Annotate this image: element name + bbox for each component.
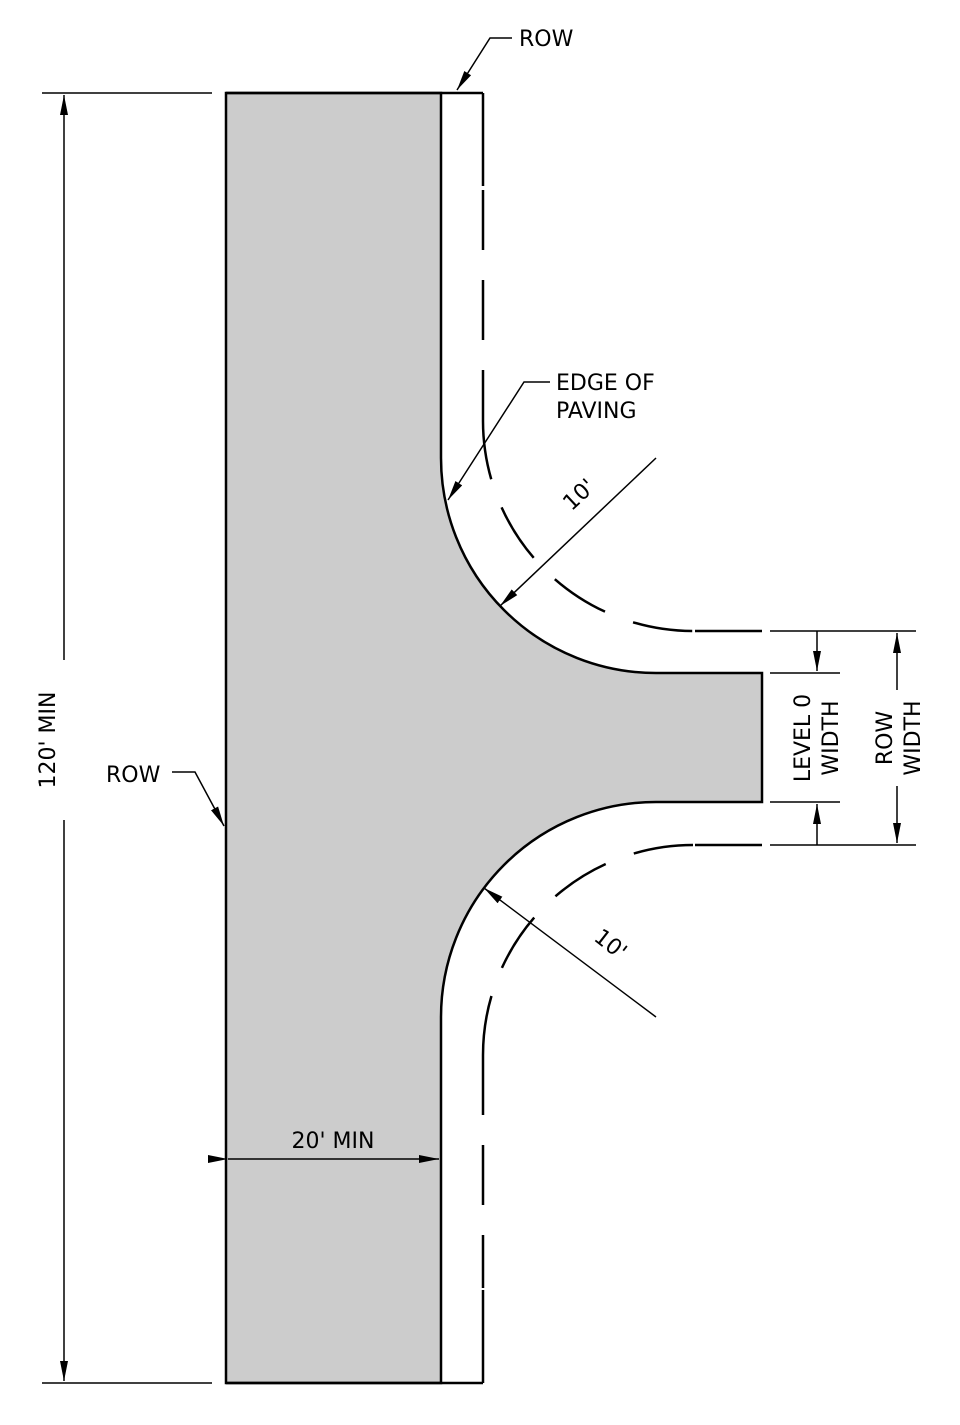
row-top-leader (456, 37, 512, 91)
length-min-label: 120' MIN (36, 692, 61, 789)
row-left-leader (172, 771, 225, 827)
row-boundary-dashed (481, 190, 694, 1288)
edge-of-paving-label-line1: EDGE OF (556, 371, 655, 396)
row-width-dimension (770, 630, 916, 846)
lower-radius-label: 10' (589, 925, 631, 966)
row-top-label: ROW (519, 27, 574, 52)
dimension-length (42, 92, 212, 1384)
paved-area (224, 91, 764, 1385)
row-left-label: ROW (106, 763, 161, 788)
level0-width-dimension (770, 631, 840, 845)
lower-radius-dimension (483, 887, 657, 1018)
row-width-label-line1: ROW (873, 711, 898, 766)
edge-of-paving-label-line2: PAVING (556, 399, 637, 424)
row-boundary (226, 91, 762, 1385)
level0-width-label-line2: WIDTH (819, 700, 844, 775)
edge-of-paving-leader (447, 381, 550, 501)
row-width-label-line2: WIDTH (901, 700, 926, 775)
upper-radius-label: 10' (559, 474, 601, 516)
upper-radius-dimension (499, 457, 657, 607)
width-min-label: 20' MIN (292, 1129, 375, 1154)
level0-width-label-line1: LEVEL 0 (791, 694, 816, 782)
